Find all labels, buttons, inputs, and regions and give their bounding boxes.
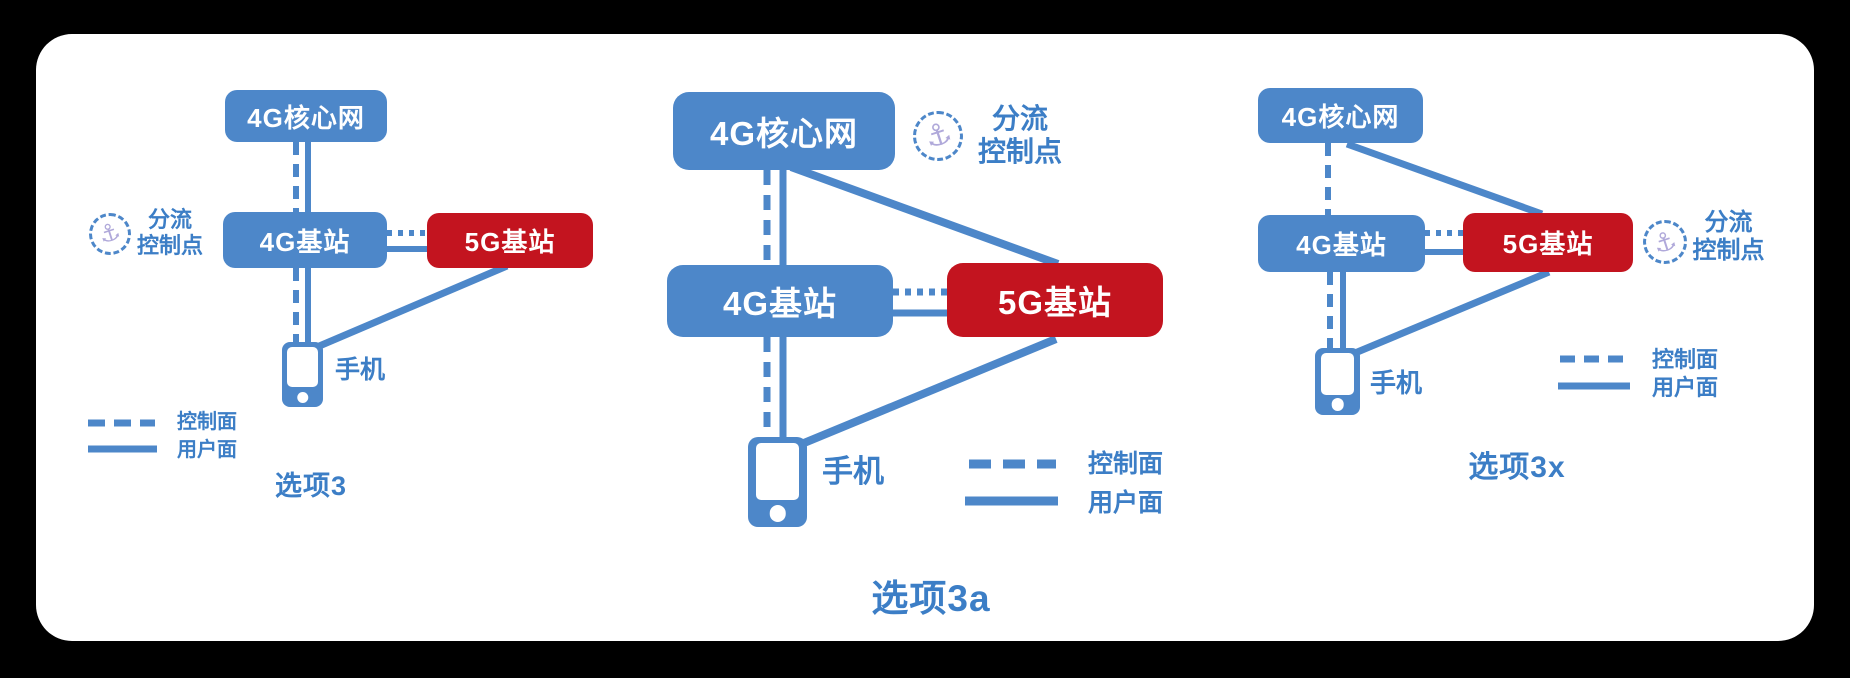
edge-core-gnb-user [789, 163, 1060, 268]
node-5g-bs: 5G基站 [427, 213, 593, 268]
anchor-label-line1: 分流 [991, 103, 1048, 134]
node-4g-bs: 4G基站 [1258, 215, 1425, 272]
phone-screen [287, 346, 318, 388]
anchor-glyph: ⚓ [1649, 224, 1681, 260]
anchor-icon: ⚓ [913, 111, 963, 161]
phone-label: 手机 [335, 356, 386, 384]
phone-home-button [1331, 398, 1344, 411]
anchor-glyph: ⚓ [919, 115, 956, 156]
phone-home-button [769, 505, 786, 522]
phone-label: 手机 [1370, 368, 1423, 398]
phone-label: 手机 [822, 454, 884, 489]
phone-screen [1320, 352, 1355, 395]
anchor-label-line1: 分流 [147, 207, 192, 232]
node-4g-bs: 4G基站 [223, 212, 387, 268]
diagram-caption-option3x: 选项3x [1468, 451, 1566, 484]
legend-control-label: 控制面 [177, 411, 237, 433]
phone-icon [282, 342, 323, 407]
anchor-icon: ⚓ [89, 213, 131, 255]
legend-user-label: 用户面 [1088, 489, 1164, 517]
node-5g-bs: 5G基站 [947, 263, 1163, 337]
anchor-label-line2: 控制点 [977, 136, 1062, 168]
edge-gnb-phone-user [802, 335, 1058, 447]
legend-control-label: 控制面 [1088, 450, 1164, 478]
anchor-label: 分流控制点 [965, 102, 1075, 168]
edge-gnb-phone-user [315, 262, 509, 351]
node-4g-bs: 4G基站 [667, 265, 893, 337]
node-4g-core: 4G核心网 [1258, 88, 1423, 143]
node-5g-bs: 5G基站 [1463, 213, 1633, 272]
node-4g-core: 4G核心网 [673, 92, 895, 170]
anchor-label-line1: 分流 [1704, 209, 1753, 236]
edge-gnb-phone-user [1353, 268, 1551, 357]
phone-screen [755, 443, 800, 500]
diagram-caption-option3: 选项3 [274, 471, 348, 501]
diagram-caption-option3a: 选项3a [871, 578, 991, 619]
anchor-label-line2: 控制点 [136, 232, 203, 258]
anchor-label-line2: 控制点 [1692, 237, 1765, 265]
phone-icon [748, 437, 807, 527]
anchor-label: 分流控制点 [1686, 209, 1771, 266]
node-4g-core: 4G核心网 [225, 90, 387, 142]
anchor-icon: ⚓ [1643, 220, 1687, 264]
legend-user-label: 用户面 [177, 439, 237, 461]
anchor-label: 分流控制点 [131, 207, 209, 259]
legend-control-label: 控制面 [1652, 347, 1719, 372]
legend-user-label: 用户面 [1652, 375, 1719, 400]
phone-home-button [296, 391, 309, 404]
phone-icon [1315, 348, 1360, 415]
edge-core-gnb-user [1345, 140, 1544, 218]
anchor-glyph: ⚓ [95, 217, 125, 250]
